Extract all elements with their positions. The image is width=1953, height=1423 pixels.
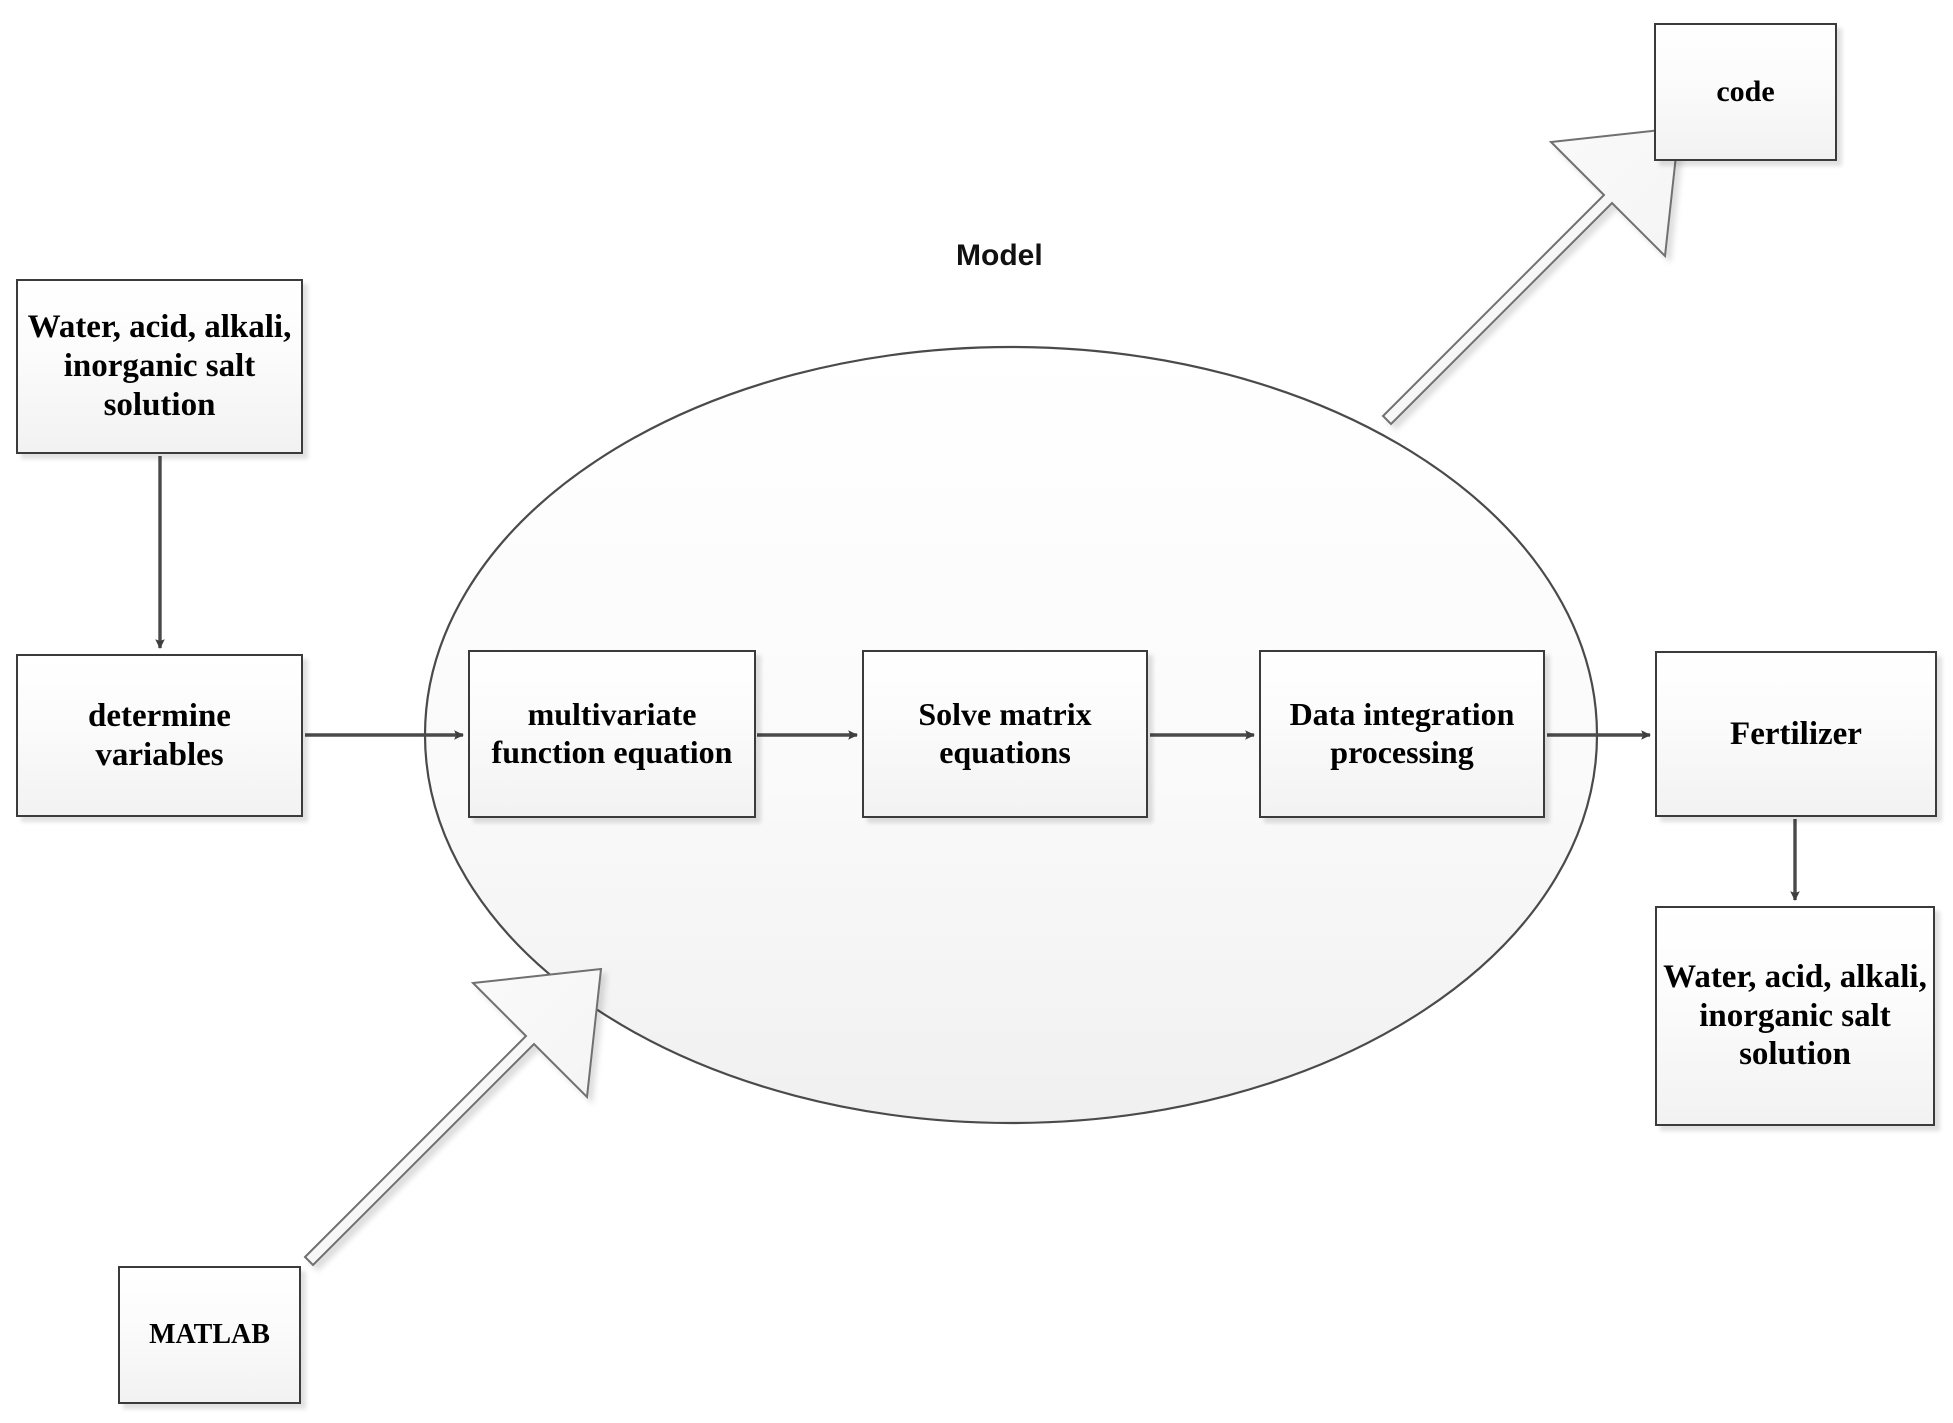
block-arrow-model-to-code (1381, 126, 1681, 426)
node-determine-variables-label: determine variables (88, 697, 231, 773)
node-code-label: code (1716, 75, 1775, 109)
block-arrow-matlab-to-model (303, 967, 603, 1267)
node-solve-matrix-equations[interactable]: Solve matrix equations (862, 650, 1148, 818)
node-determine-variables[interactable]: determine variables (16, 654, 303, 817)
model-ellipse-label: Model (956, 239, 1043, 272)
node-matlab-label: MATLAB (149, 1319, 270, 1351)
node-fertilizer-label: Fertilizer (1730, 715, 1862, 752)
node-code[interactable]: code (1654, 23, 1837, 161)
node-matlab[interactable]: MATLAB (118, 1266, 301, 1404)
node-input-solution[interactable]: Water, acid, alkali, inorganic salt solu… (16, 279, 303, 454)
node-solve-matrix-equations-label: Solve matrix equations (918, 696, 1092, 770)
node-fertilizer[interactable]: Fertilizer (1655, 651, 1937, 817)
node-multivariate-function-equation-label: multivariate function equation (491, 696, 733, 770)
node-multivariate-function-equation[interactable]: multivariate function equation (468, 650, 756, 818)
node-output-solution[interactable]: Water, acid, alkali, inorganic salt solu… (1655, 906, 1935, 1126)
node-output-solution-label: Water, acid, alkali, inorganic salt solu… (1663, 958, 1927, 1073)
node-input-solution-label: Water, acid, alkali, inorganic salt solu… (27, 309, 292, 423)
node-data-integration-processing[interactable]: Data integration processing (1259, 650, 1545, 818)
node-data-integration-processing-label: Data integration processing (1289, 696, 1515, 770)
